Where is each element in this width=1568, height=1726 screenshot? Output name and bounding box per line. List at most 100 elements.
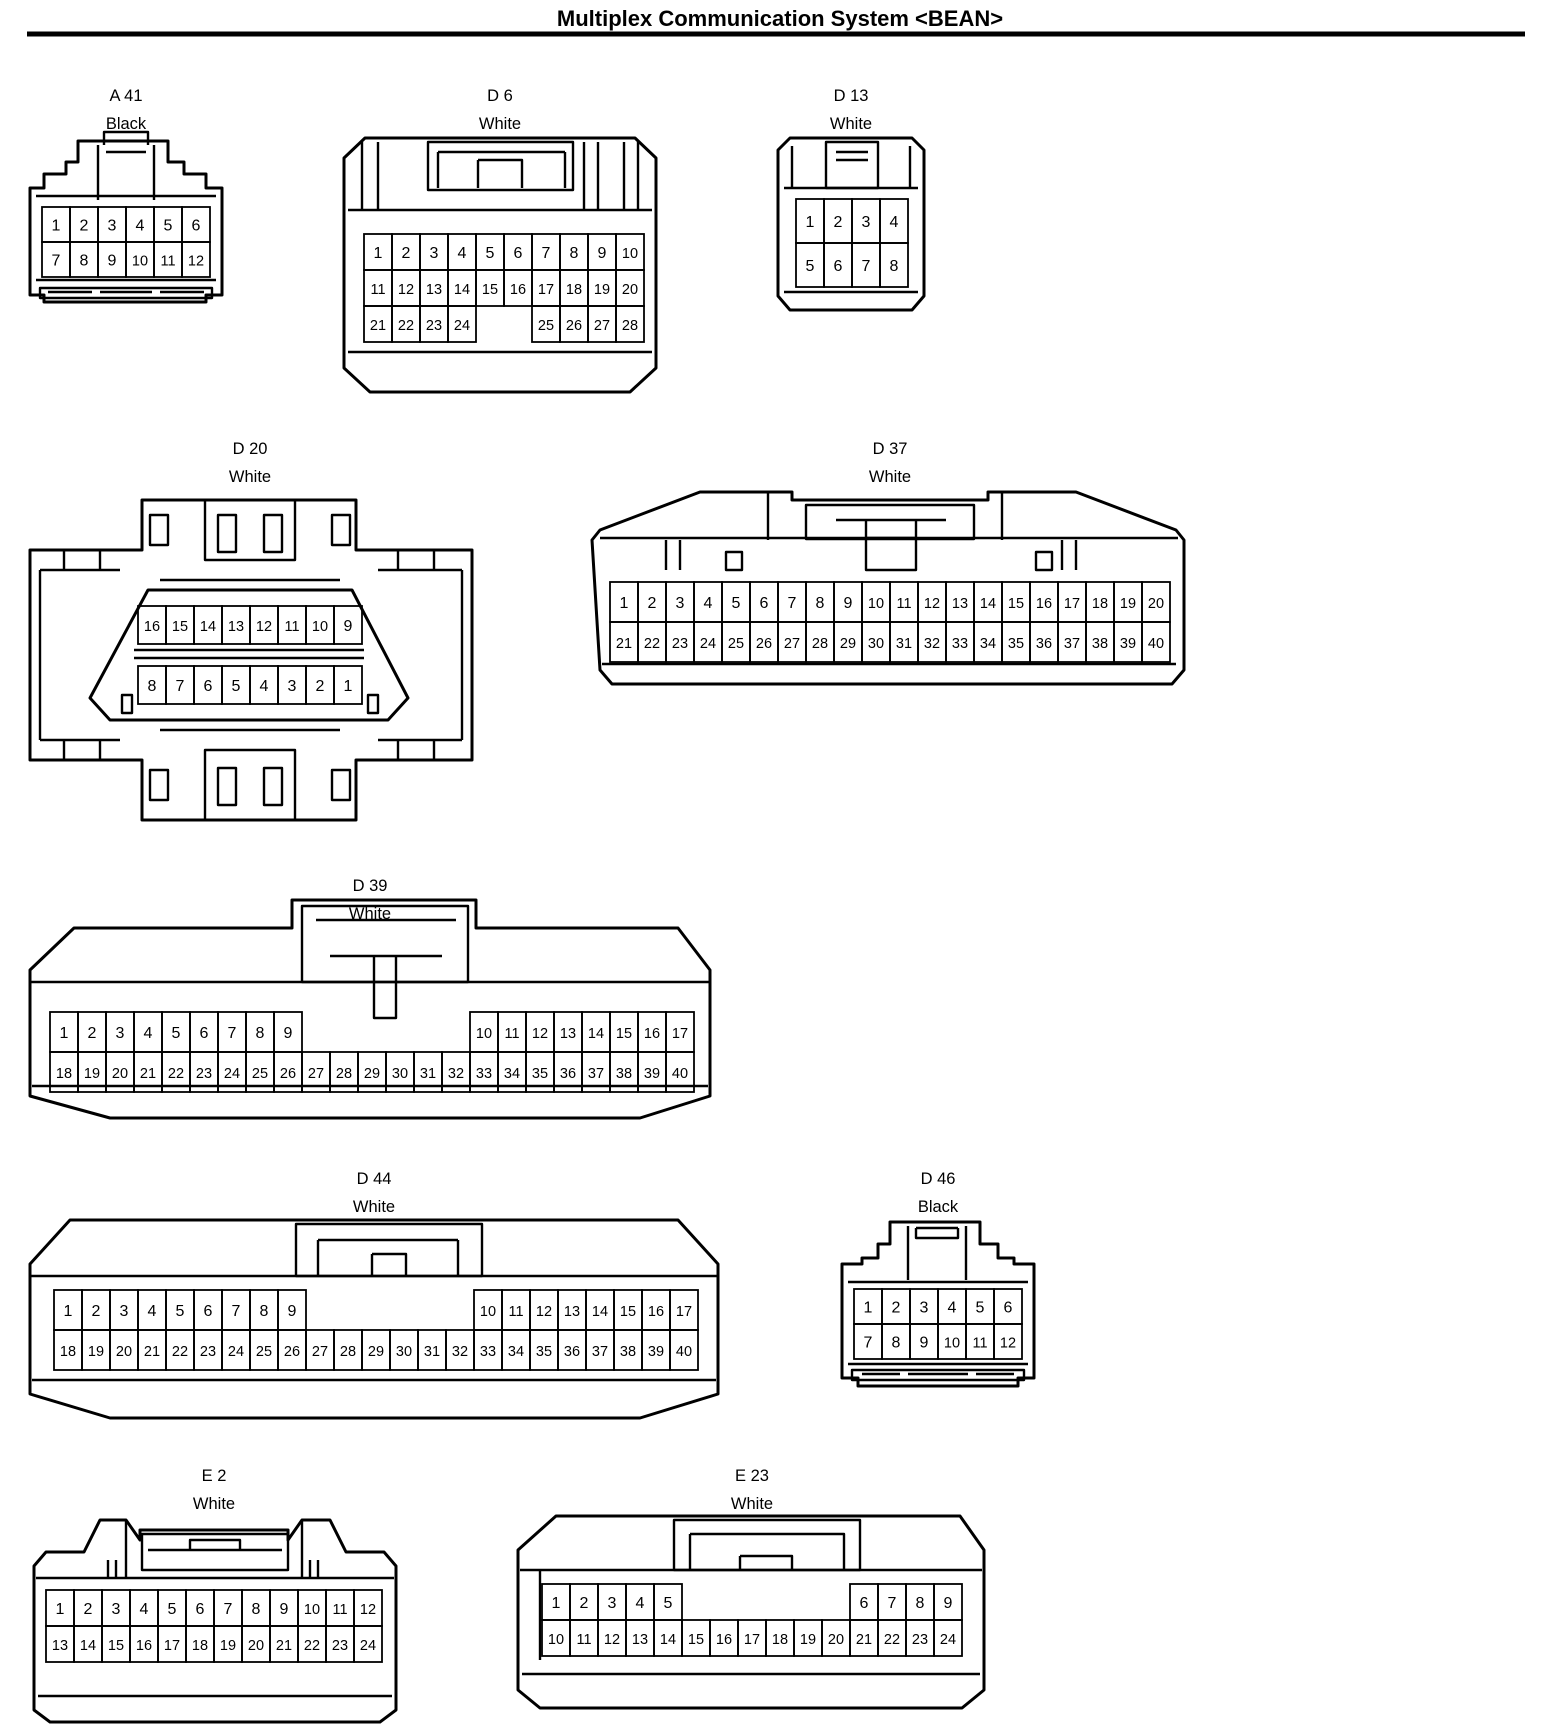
pin-number: 12 bbox=[536, 1304, 552, 1320]
pin-number: 22 bbox=[172, 1344, 188, 1360]
pin-number: 40 bbox=[672, 1066, 688, 1082]
pin-number: 29 bbox=[364, 1066, 380, 1082]
pin-number: 9 bbox=[344, 618, 353, 635]
connector-housing bbox=[28, 498, 474, 822]
pin-number: 15 bbox=[688, 1632, 704, 1648]
pin-number: 14 bbox=[592, 1304, 608, 1320]
connector-id: D 39 bbox=[353, 877, 388, 895]
pin-number: 6 bbox=[1004, 1300, 1013, 1317]
pin-number: 35 bbox=[532, 1066, 548, 1082]
pin-number: 3 bbox=[676, 595, 685, 612]
pin-number: 10 bbox=[312, 619, 328, 635]
pin-number: 12 bbox=[360, 1602, 376, 1618]
pin-number: 21 bbox=[856, 1632, 872, 1648]
pin-number: 2 bbox=[892, 1300, 901, 1317]
pin-number: 12 bbox=[256, 619, 272, 635]
pin-number: 7 bbox=[864, 1335, 873, 1352]
pin-number: 6 bbox=[834, 258, 843, 275]
pin-number: 10 bbox=[548, 1632, 564, 1648]
pin-number: 10 bbox=[476, 1026, 492, 1042]
pin-cell bbox=[665, 1051, 695, 1093]
connector-color: White bbox=[353, 1198, 395, 1216]
connector-color: White bbox=[193, 1495, 235, 1513]
pin-number: 26 bbox=[280, 1066, 296, 1082]
pin-number: 16 bbox=[1036, 596, 1052, 612]
pin-number: 8 bbox=[260, 1303, 269, 1320]
pin-number: 5 bbox=[168, 1601, 177, 1618]
pin-number: 7 bbox=[862, 258, 871, 275]
pin-number: 10 bbox=[944, 1336, 960, 1352]
pin-number: 18 bbox=[60, 1344, 76, 1360]
pin-number: 19 bbox=[1120, 596, 1136, 612]
pin-number: 1 bbox=[620, 595, 629, 612]
pin-number: 11 bbox=[896, 596, 911, 612]
pin-number: 5 bbox=[664, 1595, 673, 1612]
pin-number: 21 bbox=[144, 1344, 160, 1360]
pin-number: 36 bbox=[560, 1066, 576, 1082]
pin-number: 16 bbox=[644, 1026, 660, 1042]
pin-number: 33 bbox=[952, 636, 968, 652]
pin-number: 2 bbox=[580, 1595, 589, 1612]
pin-number: 21 bbox=[140, 1066, 156, 1082]
pin-number: 16 bbox=[510, 282, 526, 298]
pin-cell bbox=[181, 241, 211, 278]
connector-color: Black bbox=[106, 115, 147, 133]
pin-number: 23 bbox=[200, 1344, 216, 1360]
pin-number: 12 bbox=[532, 1026, 548, 1042]
connector-color: White bbox=[229, 468, 271, 486]
pin-number: 15 bbox=[108, 1638, 124, 1654]
pin-number: 20 bbox=[116, 1344, 132, 1360]
pin-number: 3 bbox=[116, 1025, 125, 1042]
pin-number: 5 bbox=[486, 245, 495, 262]
pin-number: 1 bbox=[56, 1601, 65, 1618]
pin-number: 21 bbox=[370, 318, 386, 334]
pin-number: 27 bbox=[308, 1066, 324, 1082]
pin-number: 29 bbox=[368, 1344, 384, 1360]
pin-number: 35 bbox=[536, 1344, 552, 1360]
pin-number: 7 bbox=[176, 678, 185, 695]
pin-number: 1 bbox=[64, 1303, 73, 1320]
pin-number: 1 bbox=[806, 214, 815, 231]
pin-number: 27 bbox=[594, 318, 610, 334]
pin-number: 18 bbox=[56, 1066, 72, 1082]
pin-number: 18 bbox=[1092, 596, 1108, 612]
pin-number: 8 bbox=[916, 1595, 925, 1612]
pin-number: 2 bbox=[648, 595, 657, 612]
pin-number: 4 bbox=[458, 245, 467, 262]
pin-number: 2 bbox=[80, 218, 89, 235]
pin-number: 34 bbox=[508, 1344, 524, 1360]
connector-color: White bbox=[731, 1495, 773, 1513]
pin-number: 32 bbox=[452, 1344, 468, 1360]
pin-number: 23 bbox=[912, 1632, 928, 1648]
pin-number: 8 bbox=[252, 1601, 261, 1618]
pin-number: 7 bbox=[52, 253, 61, 270]
pin-number: 19 bbox=[84, 1066, 100, 1082]
pin-number: 9 bbox=[844, 595, 853, 612]
connector-housing bbox=[28, 139, 224, 304]
pin-number: 4 bbox=[704, 595, 713, 612]
pin-number: 3 bbox=[108, 218, 117, 235]
pin-number: 11 bbox=[370, 282, 385, 298]
pin-number: 14 bbox=[454, 282, 470, 298]
pin-number: 14 bbox=[80, 1638, 96, 1654]
pin-number: 26 bbox=[756, 636, 772, 652]
pin-number: 20 bbox=[248, 1638, 264, 1654]
pin-number: 16 bbox=[648, 1304, 664, 1320]
pin-number: 39 bbox=[1120, 636, 1136, 652]
pin-number: 17 bbox=[744, 1632, 760, 1648]
pin-number: 17 bbox=[164, 1638, 180, 1654]
pin-number: 31 bbox=[896, 636, 912, 652]
connector-id: D 20 bbox=[233, 440, 268, 458]
pin-number: 20 bbox=[828, 1632, 844, 1648]
pin-number: 17 bbox=[676, 1304, 692, 1320]
pin-number: 6 bbox=[514, 245, 523, 262]
pin-number: 3 bbox=[120, 1303, 129, 1320]
pin-number: 7 bbox=[224, 1601, 233, 1618]
pin-number: 23 bbox=[332, 1638, 348, 1654]
pin-number: 19 bbox=[594, 282, 610, 298]
